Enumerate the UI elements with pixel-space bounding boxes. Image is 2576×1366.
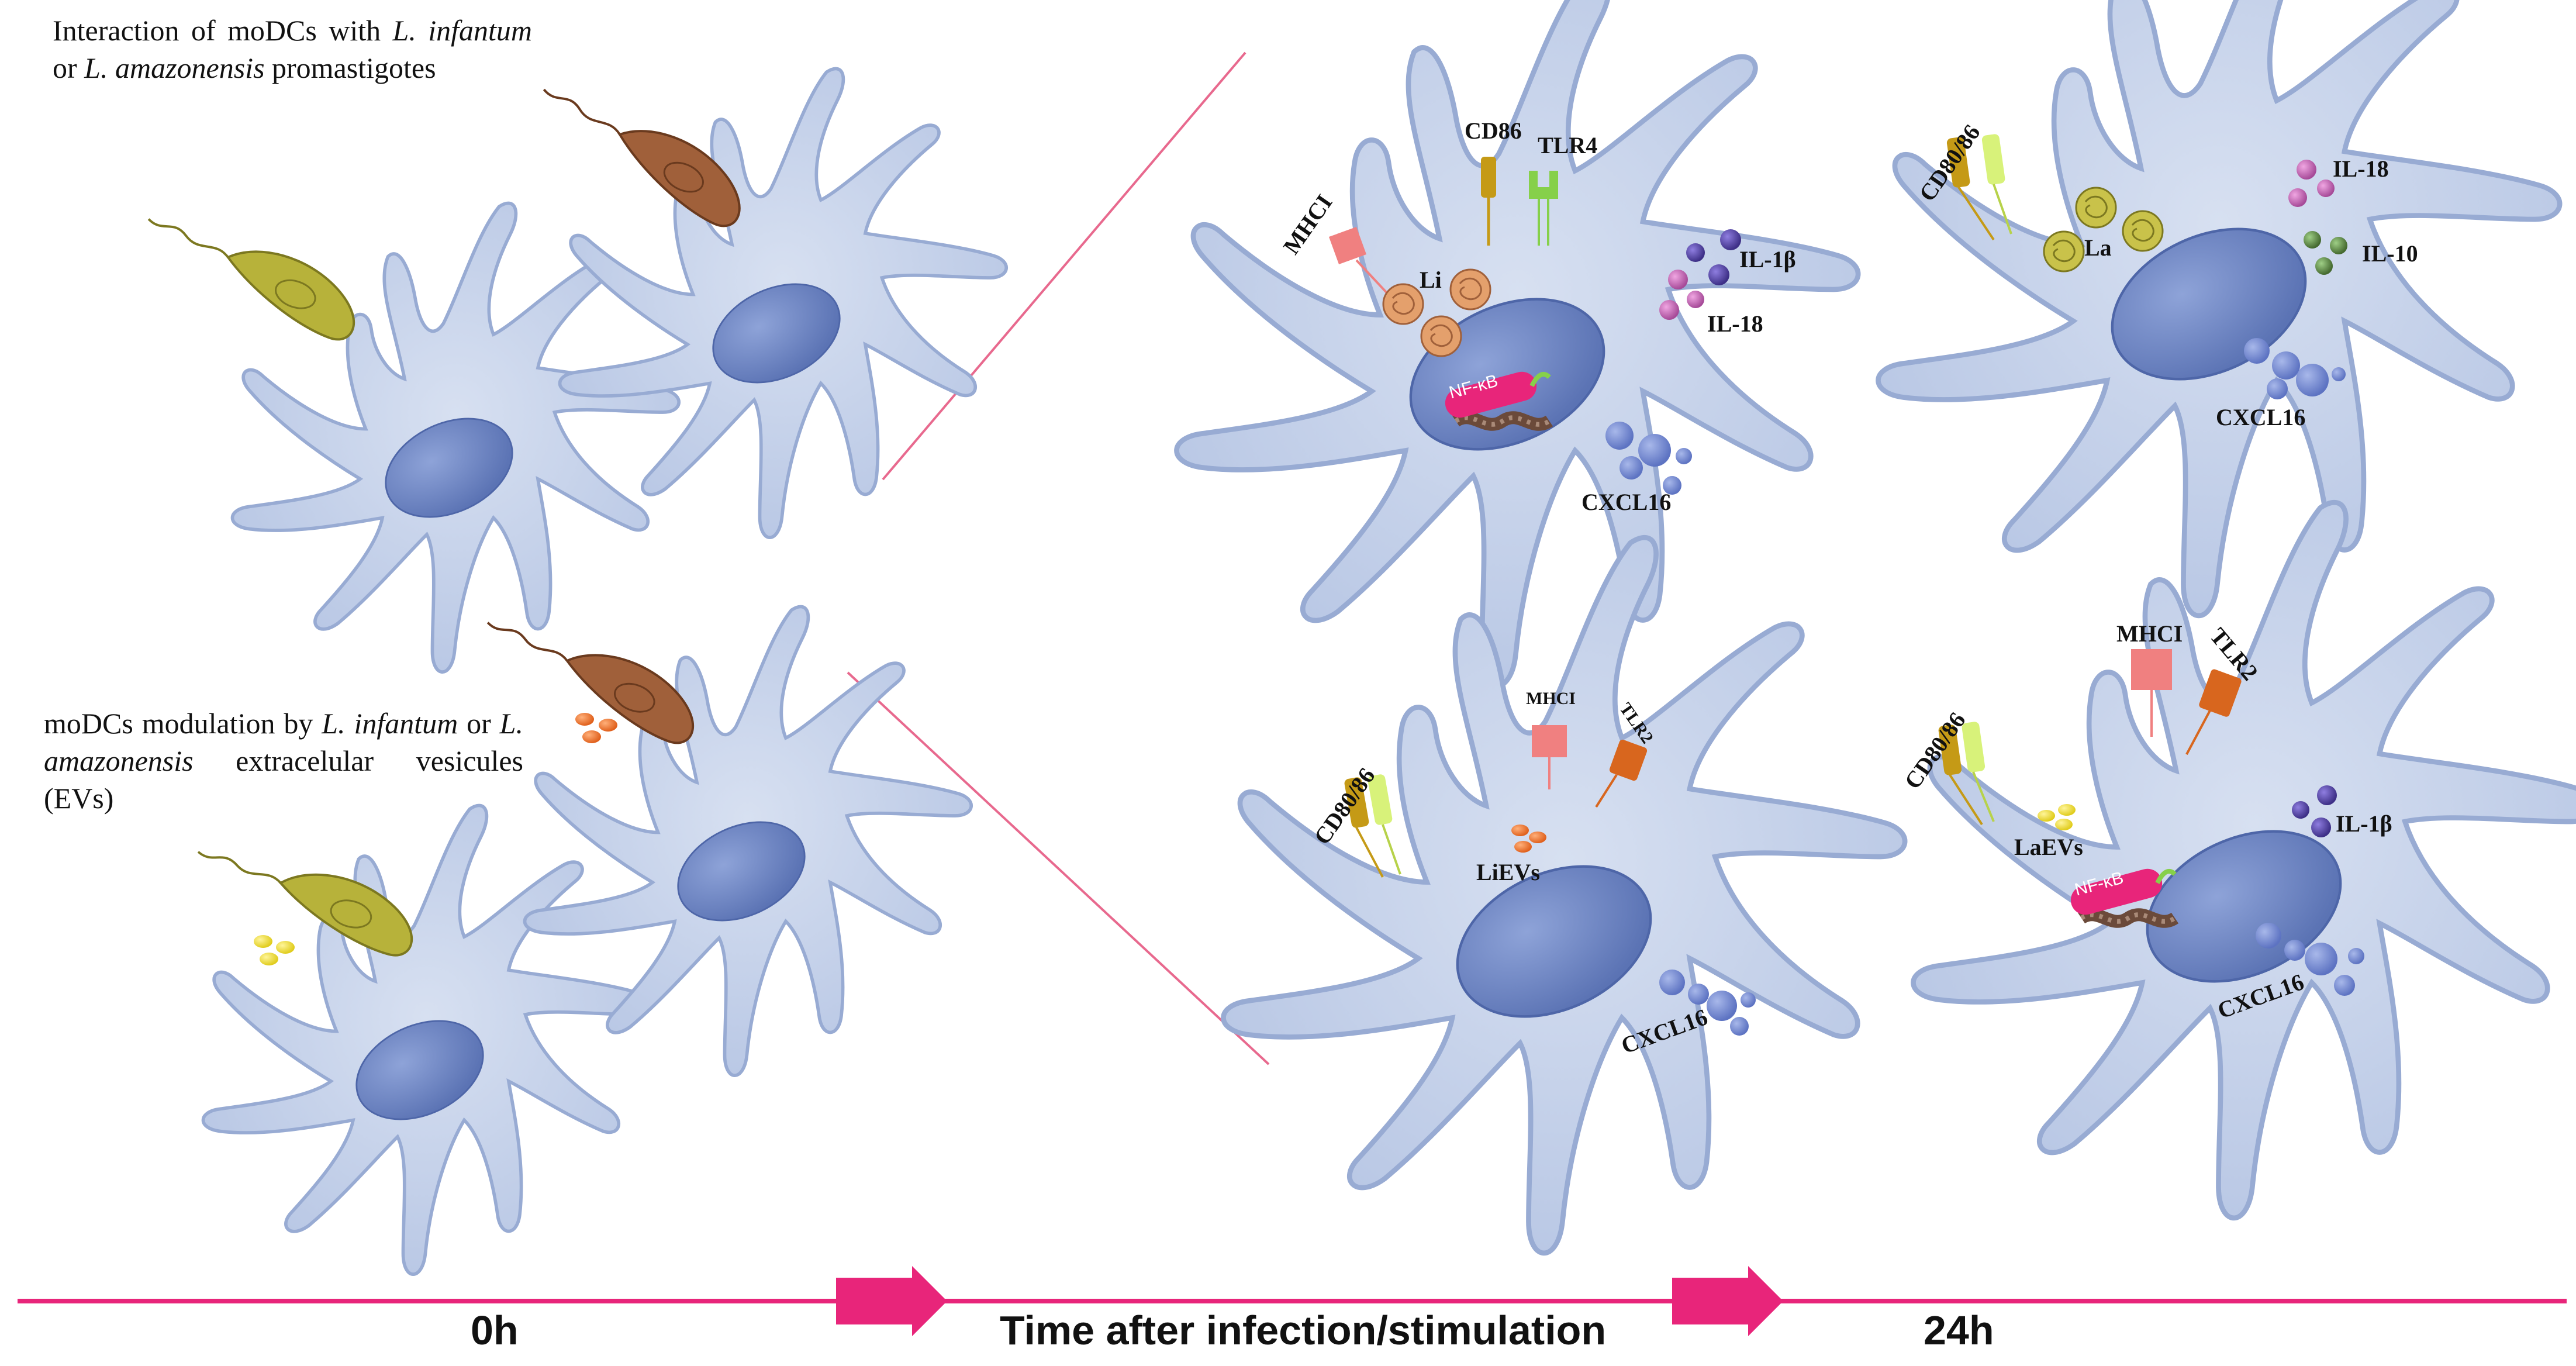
dendritic-cell: [1224, 537, 1905, 1253]
la-evs: [254, 935, 295, 965]
timeline-arrow: [836, 1266, 947, 1336]
tlr2-receptor: [1595, 739, 1648, 808]
il10-particles: [2304, 231, 2347, 275]
connector-line: [882, 51, 1246, 481]
cd86-receptor: [1481, 157, 1496, 246]
dendritic-cell: [1914, 502, 2576, 1218]
dendritic-cell: [1879, 0, 2560, 616]
timeline-end-label: 24h: [1924, 1308, 1994, 1353]
cxcl16-particles: [1605, 422, 1692, 495]
cxcl16-label: CXCL16: [2216, 404, 2306, 430]
la-evs: [2038, 804, 2076, 830]
mhci-receptor: [2131, 649, 2172, 737]
mhci-label: MHCI: [2116, 620, 2183, 647]
il18-particles: [2288, 160, 2335, 207]
connector-line: [847, 671, 1270, 1065]
la-parasite-label: La: [2084, 234, 2112, 261]
il1b-label: IL-1β: [1739, 246, 1796, 272]
timeline-arrow: [1672, 1266, 1783, 1336]
il18-label: IL-18: [2333, 156, 2389, 182]
il1b-particles: [1686, 229, 1741, 285]
ev-description: moDCs modulation by L. infantum or L. am…: [44, 707, 523, 815]
timeline-middle-label: Time after infection/stimulation: [1000, 1308, 1607, 1353]
mhci-label: MHCI: [1526, 689, 1576, 708]
cd80-86-receptors: [1344, 774, 1401, 878]
tlr2-receptor: [2185, 669, 2242, 755]
laevs-label: LaEVs: [2014, 834, 2083, 860]
li-parasite-label: Li: [1420, 267, 1442, 293]
mhci-receptor: [1532, 725, 1567, 789]
cd80-86-receptors: [1946, 134, 2012, 241]
tlr4-label: TLR4: [1538, 132, 1598, 158]
timeline-start-label: 0h: [471, 1308, 519, 1353]
la-promastigote: [184, 839, 424, 961]
lievs-label: LiEVs: [1476, 859, 1540, 885]
infection-description: Interaction of moDCs with L. infantum or…: [53, 14, 533, 84]
cxcl16-label: CXCL16: [1581, 489, 1672, 515]
il1b-label: IL-1β: [2336, 810, 2392, 837]
cd80-86-receptors: [1938, 722, 1995, 826]
il18-label: IL-18: [1707, 311, 1763, 337]
cd86-label: CD86: [1465, 118, 1522, 144]
la-promastigote: [130, 206, 370, 346]
cxcl16-particles: [2244, 338, 2346, 399]
li-evs: [575, 713, 617, 743]
tlr4-receptor: [1529, 171, 1558, 246]
il10-label: IL-10: [2362, 240, 2418, 267]
il18-particles: [1659, 270, 1704, 320]
li-evs: [1511, 825, 1546, 853]
il1b-particles: [2292, 785, 2337, 837]
cxcl16-particles: [2256, 923, 2364, 996]
cxcl16-particles: [1659, 970, 1756, 1036]
dendritic-cell: [1177, 0, 1859, 686]
